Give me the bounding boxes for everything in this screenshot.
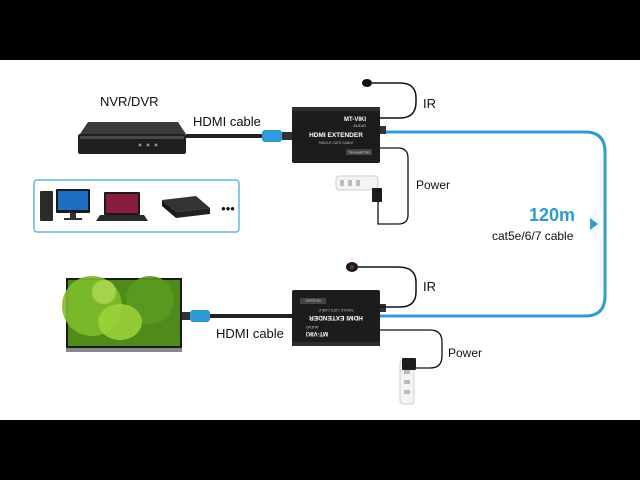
receiver-sub: AUDIO xyxy=(306,325,319,330)
power-top-label: Power xyxy=(416,178,450,192)
transmitter-sub: AUDIO xyxy=(353,123,366,128)
power-adapter-icon-bottom xyxy=(399,358,416,405)
cable-type-label: cat5e/6/7 cable xyxy=(492,229,574,243)
power-cable-top xyxy=(377,147,409,225)
desktop-pc-icon xyxy=(40,189,90,221)
ir-bottom-label: IR xyxy=(423,279,436,294)
more-devices-icon: ••• xyxy=(221,201,235,216)
transmitter-badge: TRANSMITTER xyxy=(348,151,370,155)
hdmi-cable-top-label: HDMI cable xyxy=(193,114,261,129)
diagram-svg: NVR/DVR HDMI cable MT-VIKI AUDIO HDMI EX xyxy=(33,79,607,405)
network-cable xyxy=(380,130,607,318)
devices-panel: ••• xyxy=(33,179,240,233)
nvr-device-icon xyxy=(78,122,186,154)
power-bottom-label: Power xyxy=(448,346,482,360)
diagram-canvas: NVR/DVR HDMI cable MT-VIKI AUDIO HDMI EX xyxy=(0,60,640,420)
receiver-subtitle: SINGLE CAT5 CABLE xyxy=(318,308,354,312)
transmitter-title: HDMI EXTENDER xyxy=(309,132,363,139)
ir-top-label: IR xyxy=(423,96,436,111)
power-cable-bottom xyxy=(380,329,443,369)
ir-sensor-icon xyxy=(362,79,417,119)
ir-sensor-icon-bottom xyxy=(346,262,417,308)
transmitter-unit: MT-VIKI AUDIO HDMI EXTENDER SINGLE CAT5 … xyxy=(292,107,380,163)
receiver-brand: MT-VIKI xyxy=(306,330,328,336)
tv-box-icon xyxy=(162,196,210,218)
laptop-icon xyxy=(96,192,148,221)
hdmi-cable-bottom-label: HDMI cable xyxy=(216,326,284,341)
receiver-unit: MT-VIKI AUDIO HDMI EXTENDER SINGLE CAT5 … xyxy=(292,290,380,346)
receiver-badge: RECEIVER xyxy=(305,299,321,303)
distance-label: 120m xyxy=(529,205,575,225)
cable-arrow-icon xyxy=(590,218,598,230)
hdmi-connector-top xyxy=(262,130,282,142)
hdmi-connector-bottom xyxy=(190,310,210,322)
source-label: NVR/DVR xyxy=(100,94,159,109)
tv-icon xyxy=(62,276,182,352)
receiver-title: HDMI EXTENDER xyxy=(309,314,363,321)
power-adapter-icon xyxy=(335,175,382,202)
transmitter-brand: MT-VIKI xyxy=(344,117,366,123)
transmitter-subtitle: SINGLE CAT5 CABLE xyxy=(319,141,355,145)
